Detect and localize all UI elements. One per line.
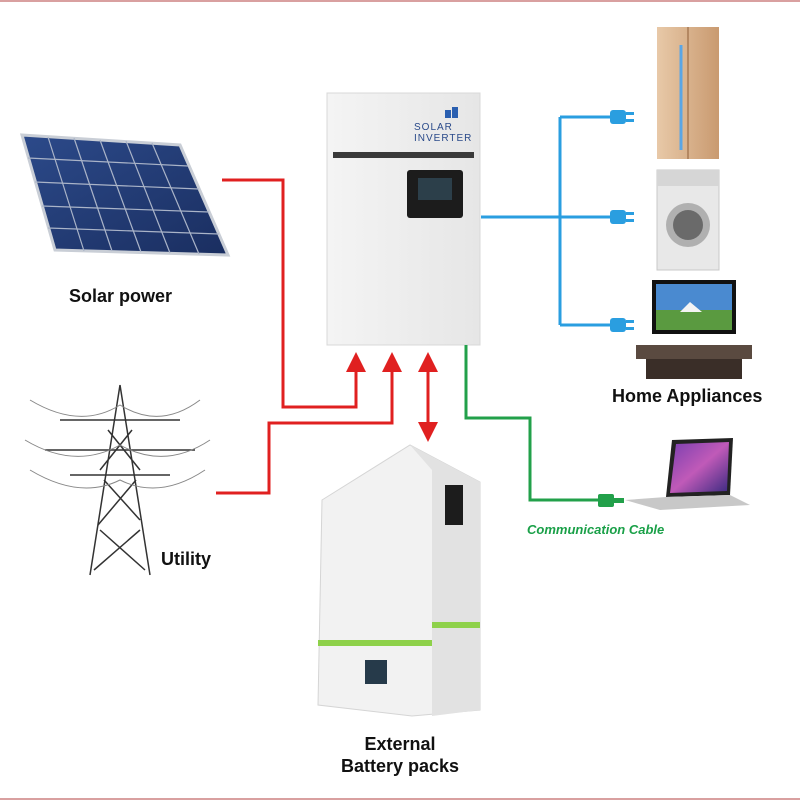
arrow-up-icon	[418, 352, 438, 372]
communication-cable-line	[464, 345, 600, 502]
plug-icon	[610, 210, 634, 224]
utility-to-inverter-line	[216, 370, 394, 495]
solar-inverter-icon	[326, 92, 481, 346]
home-appliances-label: Home Appliances	[612, 386, 763, 406]
battery-packs-label: External Battery packs	[320, 733, 480, 777]
washing-machine-icon	[656, 169, 720, 271]
solar-power-label: Solar power	[69, 286, 173, 306]
television-icon	[636, 280, 752, 379]
solar-to-inverter-line	[222, 178, 358, 409]
bottom-border	[0, 798, 800, 800]
plug-icon	[610, 318, 634, 332]
solar-panel-icon	[19, 133, 231, 257]
rj45-connector-icon	[598, 494, 624, 507]
top-border	[0, 0, 800, 2]
inverter-brand-line1: SOLAR	[414, 122, 453, 133]
arrow-down-icon	[418, 422, 438, 442]
arrow-up-icon	[382, 352, 402, 372]
refrigerator-icon	[657, 27, 719, 159]
battery-pack-icon	[317, 444, 481, 717]
laptop-icon	[625, 438, 750, 510]
battery-label-line1: External	[364, 734, 436, 754]
inverter-brand-text: SOLAR INVERTER	[414, 122, 472, 144]
plug-icon	[610, 110, 634, 124]
utility-tower-icon	[24, 384, 211, 576]
inverter-brand-line2: INVERTER	[414, 133, 473, 144]
arrow-up-icon	[346, 352, 366, 372]
battery-label-line2: Battery packs	[340, 756, 460, 776]
inverter-to-loads-line	[481, 115, 615, 327]
utility-label: Utility	[161, 549, 212, 569]
communication-cable-label: Communication Cable	[527, 522, 665, 537]
